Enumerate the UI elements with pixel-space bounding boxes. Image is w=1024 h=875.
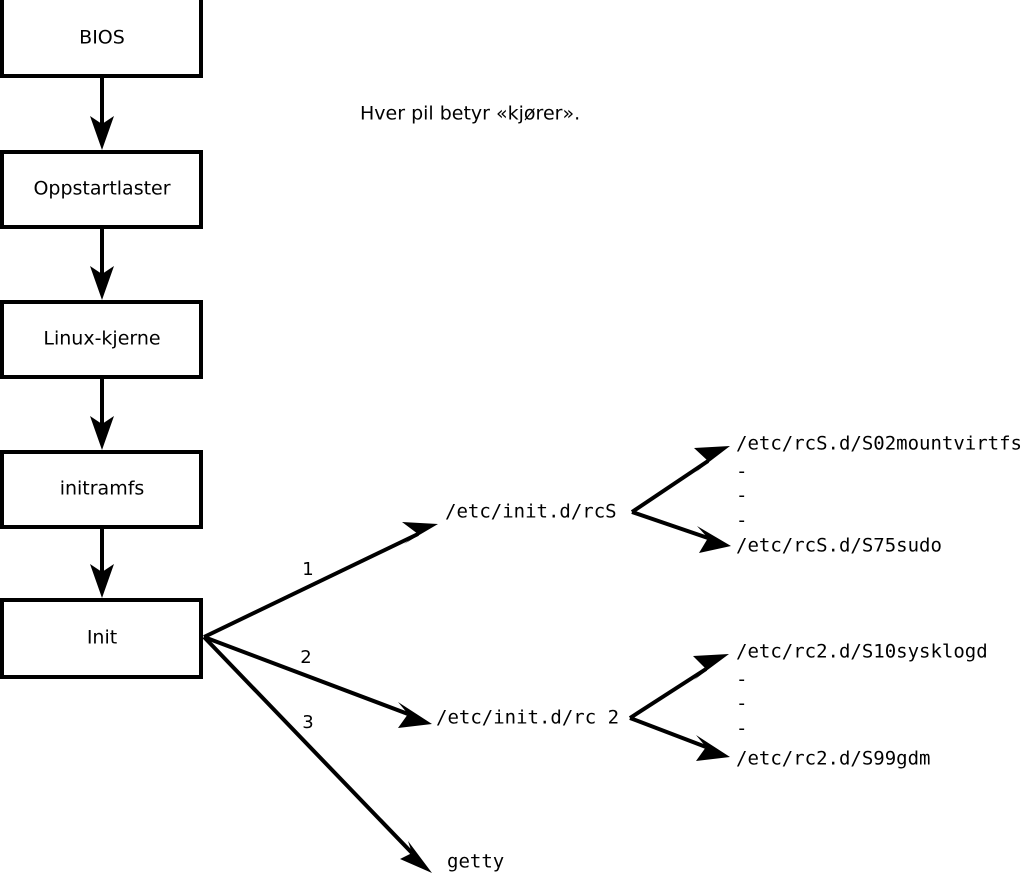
- arrow-rcs-to-first-script: [630, 446, 730, 514]
- node-init-label: Init: [87, 627, 117, 649]
- node-kernel: Linux-kjerne: [0, 300, 203, 379]
- node-init-box: [0, 598, 203, 679]
- branch-target-rcs-label: /etc/init.d/rcS: [445, 501, 617, 523]
- rcs-first-script-label: /etc/rcS.d/S02mountvirtfs: [736, 433, 1022, 455]
- arrow-rcs-to-last-script: [631, 510, 731, 553]
- rc2-ellipsis-dash-1: -: [736, 669, 747, 691]
- arrow-init-branch-3: 3: [202, 635, 432, 873]
- rcs-ellipsis-dash-1: -: [736, 461, 747, 483]
- rcs-ellipsis-dash-2: -: [736, 485, 747, 507]
- arrow-rc2-to-first-script: [628, 654, 729, 720]
- arrow-rc2-to-last-script: [629, 716, 730, 761]
- diagram-note: Hver pil betyr «kjører».: [360, 103, 580, 125]
- node-bootloader-box: [0, 150, 203, 229]
- arrow-bios-to-bootloader: [90, 76, 114, 150]
- rcs-ellipsis-dash-3: -: [736, 510, 747, 532]
- arrow-initramfs-to-init: [90, 527, 114, 598]
- node-bios: BIOS: [0, 0, 203, 78]
- node-initramfs: initramfs: [0, 450, 203, 529]
- branch-1-number: 1: [302, 559, 313, 580]
- arrow-bootloader-to-kernel: [90, 227, 114, 300]
- branch-target-rc2-label: /etc/init.d/rc 2: [436, 707, 619, 729]
- node-bootloader: Oppstartlaster: [0, 150, 203, 229]
- rc2-ellipsis-dash-3: -: [736, 718, 747, 740]
- node-bios-box: [0, 0, 203, 78]
- node-initramfs-label: initramfs: [60, 478, 145, 500]
- node-init: Init: [0, 598, 203, 679]
- branch-target-getty-label: getty: [447, 851, 504, 873]
- node-bios-label: BIOS: [79, 27, 125, 49]
- node-bootloader-label: Oppstartlaster: [33, 178, 170, 200]
- node-kernel-label: Linux-kjerne: [43, 328, 160, 350]
- rc2-last-script-label: /etc/rc2.d/S99gdm: [736, 748, 930, 770]
- rcs-last-script-label: /etc/rcS.d/S75sudo: [736, 535, 942, 557]
- rc2-ellipsis-dash-2: -: [736, 693, 747, 715]
- node-initramfs-box: [0, 450, 203, 529]
- branch-2-number: 2: [300, 647, 311, 668]
- arrow-kernel-to-initramfs: [90, 377, 114, 450]
- rc2-first-script-label: /etc/rc2.d/S10sysklogd: [736, 641, 988, 663]
- arrow-init-branch-2: 2: [203, 635, 432, 728]
- branch-3-number: 3: [302, 712, 313, 733]
- arrow-init-branch-1: 1: [203, 522, 438, 639]
